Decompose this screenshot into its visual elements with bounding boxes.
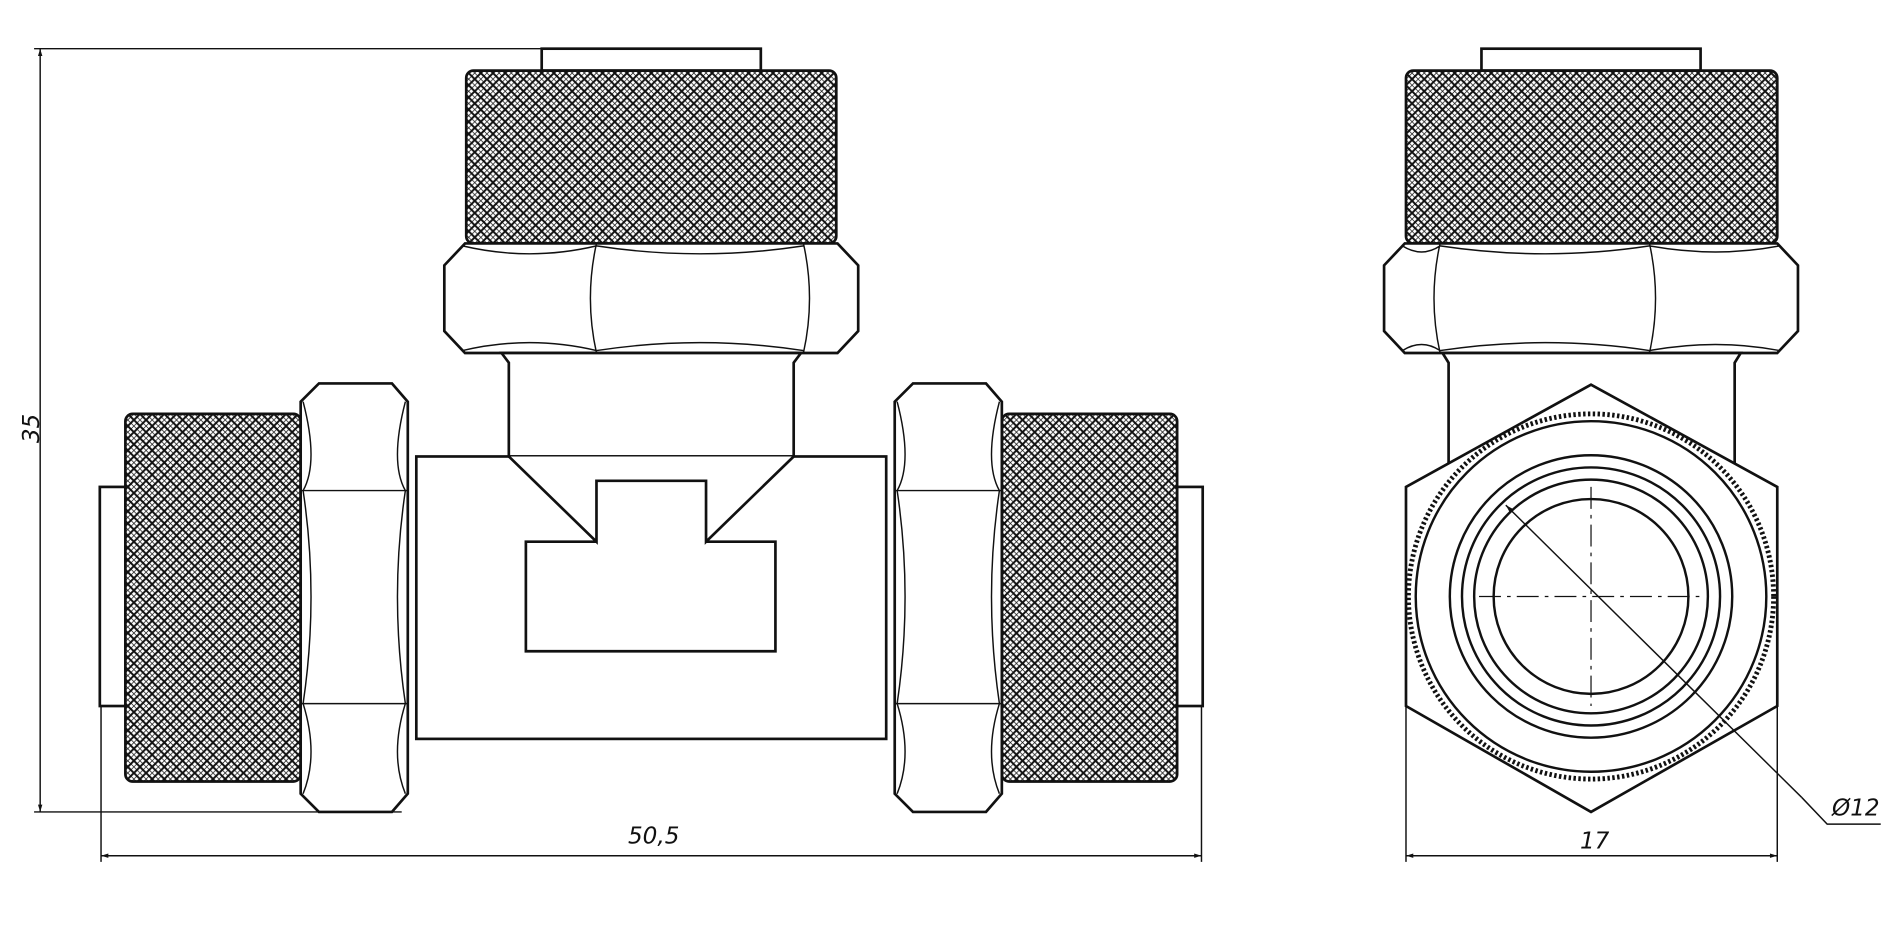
height-label: 35 [19, 414, 45, 443]
side-knurled-collet [1404, 69, 1779, 245]
top-knurled-collet [464, 69, 838, 245]
port-circles [1405, 411, 1777, 782]
neck [498, 351, 804, 458]
left-knurled-collet [124, 412, 303, 783]
side-hex-nut [1382, 242, 1800, 355]
diameter-dimension: Ø12 [1505, 504, 1881, 825]
center-lines [1479, 486, 1705, 707]
diameter-label: Ø12 [1831, 796, 1880, 822]
width-dimension: 17 [1405, 706, 1778, 862]
front-view: 35 50,5 [19, 47, 1205, 862]
right-stub [1175, 485, 1205, 708]
right-hex-nut [893, 382, 1004, 814]
width-label: 17 [1580, 828, 1610, 854]
top-hex-nut [442, 242, 860, 355]
side-view: Ø12 17 [1382, 47, 1881, 862]
height-dimension: 35 [19, 47, 542, 813]
top-cap [540, 47, 763, 72]
length-dimension: 50,5 [100, 706, 1203, 862]
left-stub [98, 485, 127, 708]
left-hex-nut [299, 382, 410, 814]
side-top-cap [1480, 47, 1702, 72]
right-knurled-collet [1000, 412, 1179, 783]
length-label: 50,5 [628, 824, 679, 850]
internal-channel [507, 455, 795, 653]
